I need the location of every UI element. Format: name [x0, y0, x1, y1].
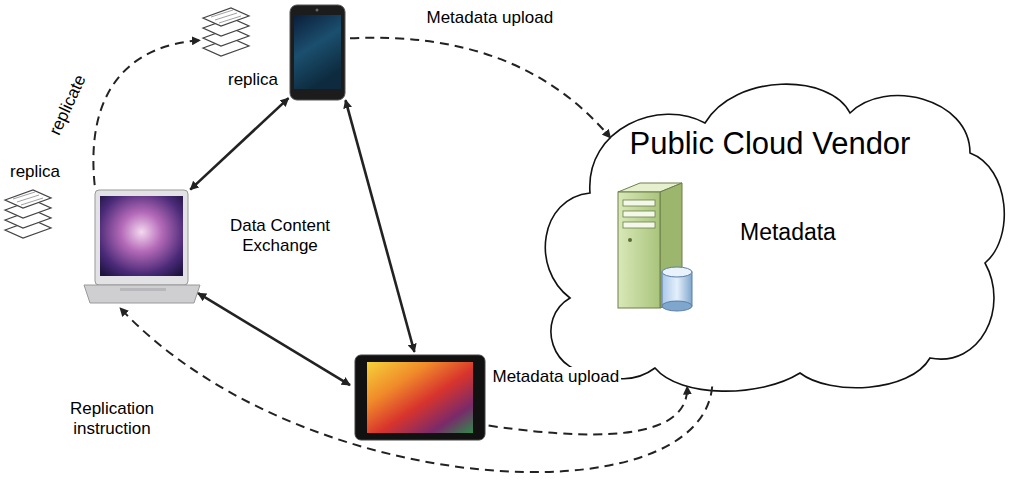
double-arrow	[198, 293, 350, 385]
device-node: Metadata	[615, 183, 838, 313]
document-stack	[203, 8, 249, 56]
double-arrow	[346, 100, 415, 352]
device-node	[350, 352, 490, 444]
node-text: Public Cloud Vendor	[530, 126, 1010, 162]
laptop-icon	[84, 190, 200, 303]
tablet-icon	[355, 355, 485, 440]
dashed-arrow	[489, 387, 688, 435]
edge-label: Replication instruction	[55, 399, 169, 440]
device-node: replica	[200, 4, 350, 102]
free-label: Data Content Exchange	[218, 216, 342, 257]
dashed-arrow	[93, 40, 200, 185]
edge-label: replicate	[44, 70, 91, 140]
node-text: replica	[228, 70, 278, 90]
server-icon	[618, 183, 692, 311]
edge-label: Metadata upload	[425, 8, 556, 28]
node-text: replica	[10, 162, 60, 182]
device-node: Metadata Public Cloud Vendor	[530, 68, 1012, 393]
phone-icon	[290, 5, 345, 100]
double-arrow	[190, 98, 288, 190]
dashed-arrow	[350, 38, 610, 138]
edge-label: Metadata upload	[491, 367, 622, 387]
document-stack	[5, 190, 51, 238]
device-node: replica	[5, 160, 200, 308]
dashed-arrow	[120, 308, 712, 472]
node-text: Metadata	[740, 219, 836, 245]
